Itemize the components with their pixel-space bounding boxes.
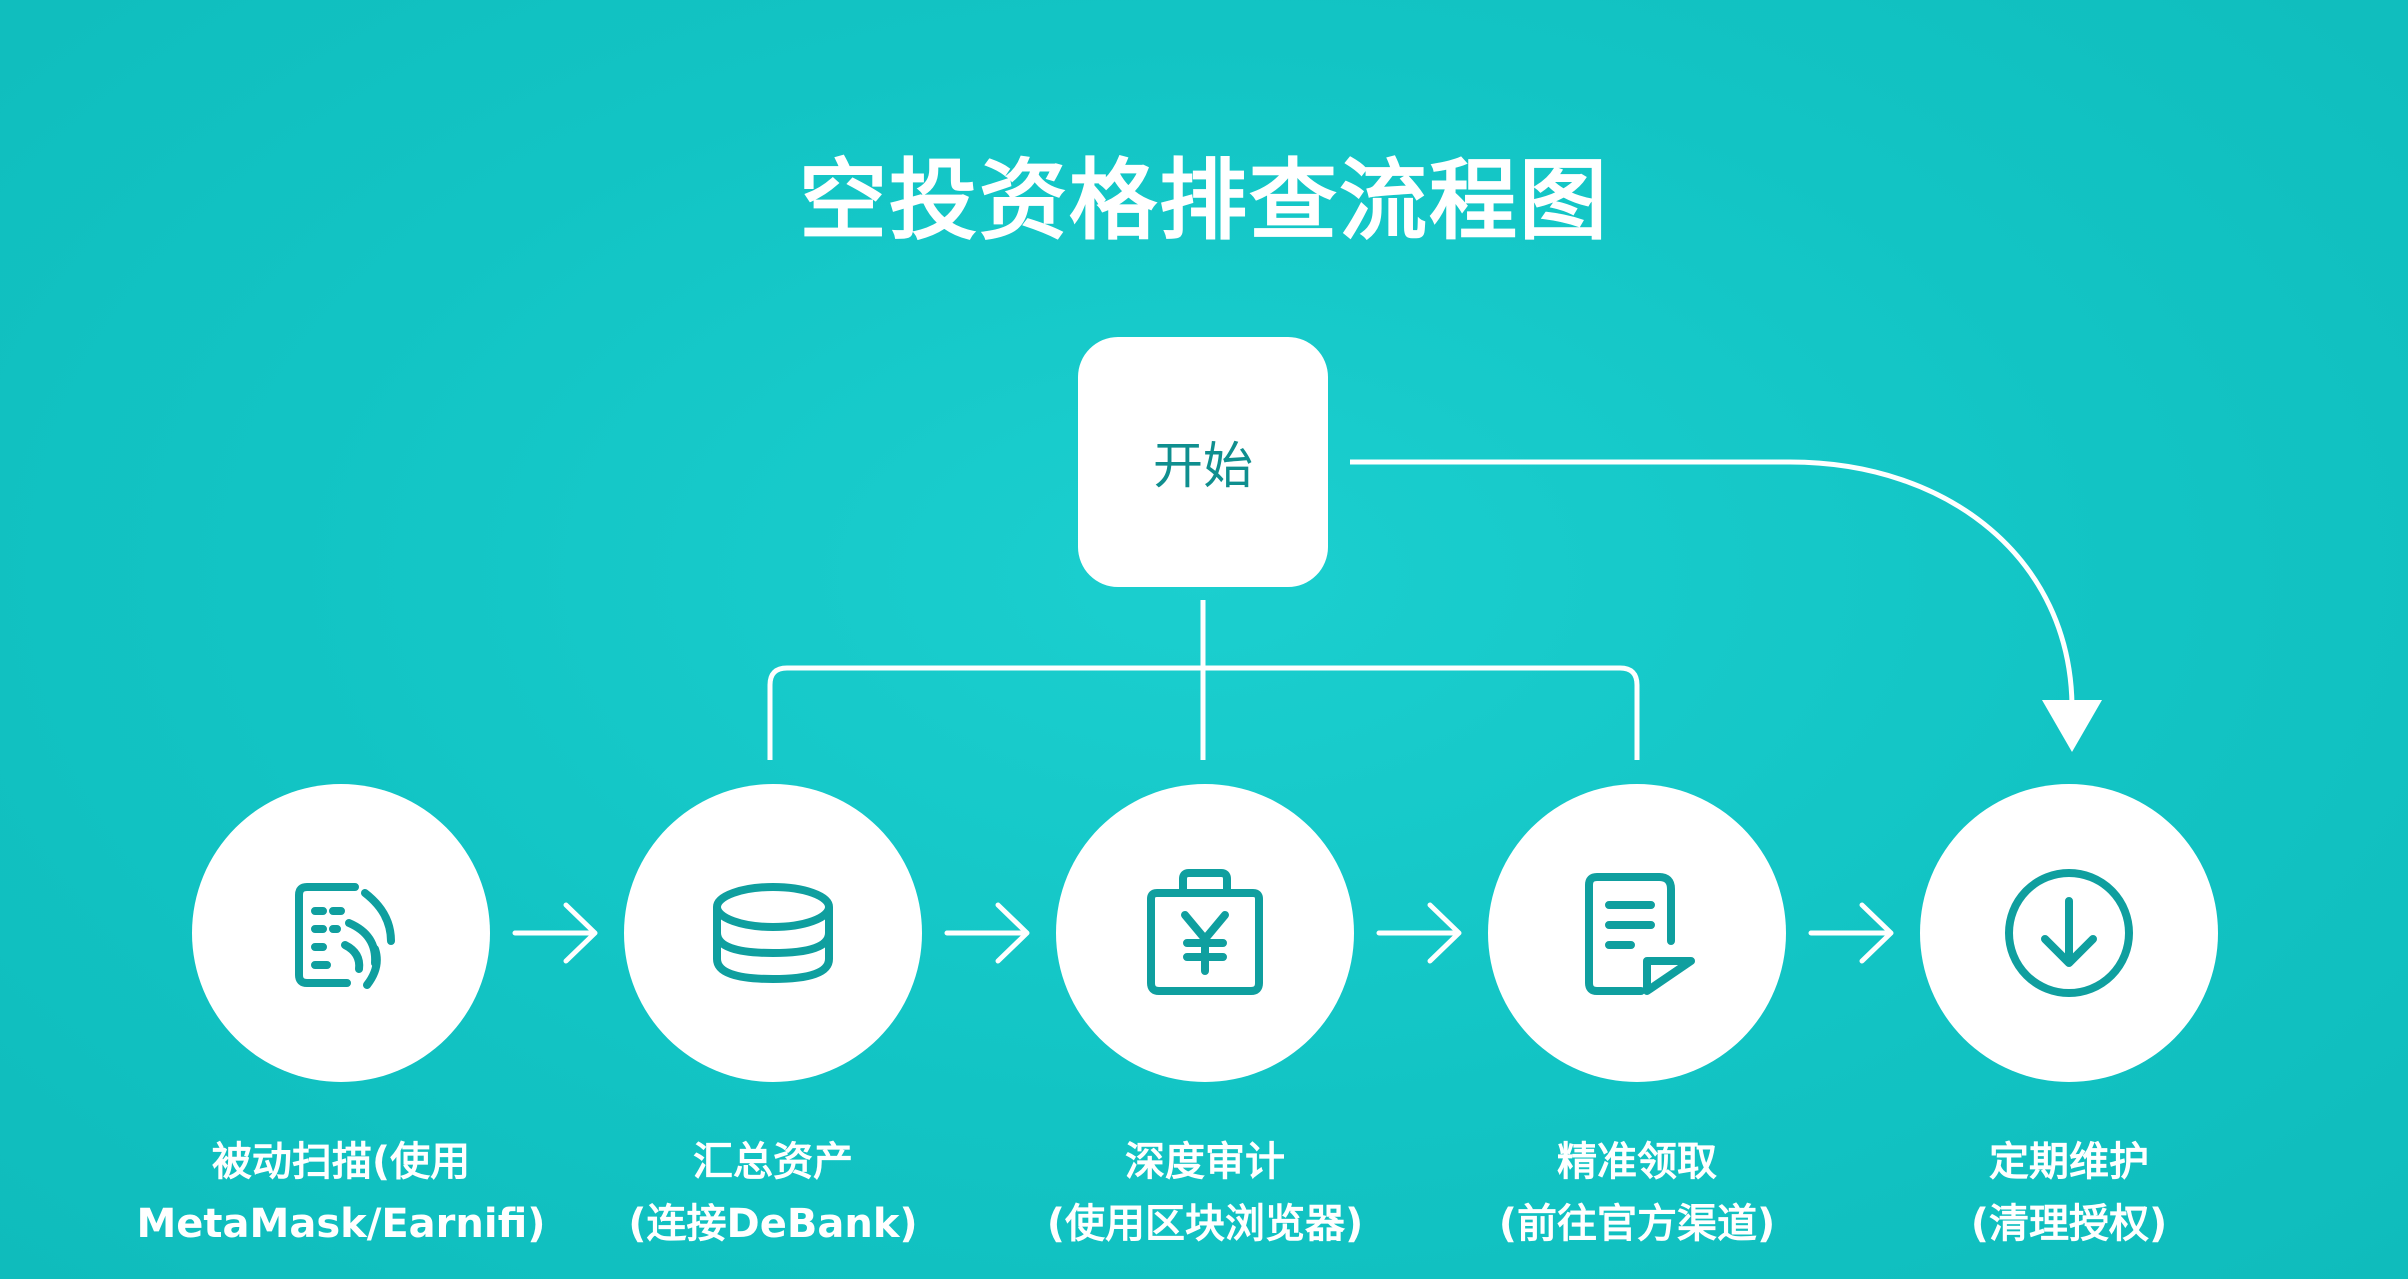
step-2-title: 汇总资产 [693,1139,853,1185]
download-circle-icon [2005,869,2133,997]
step-4-title: 精准领取 [1557,1139,1717,1185]
step-1-node [192,784,490,1082]
step-3-subtitle: (使用区块浏览器) [1046,1201,1364,1247]
step-5-subtitle: (清理授权) [1970,1201,2168,1247]
step-4-subtitle: (前往官方渠道) [1498,1201,1776,1247]
step-5-node [1920,784,2218,1082]
step-5-label: 定期维护 (清理授权) [1859,1131,2279,1255]
step-5-title: 定期维护 [1989,1139,2149,1185]
step-3-title: 深度审计 [1125,1139,1285,1185]
step-3-node [1056,784,1354,1082]
document-icon [1585,873,1695,995]
step-arrow [1808,902,1894,964]
step-2-subtitle: (连接DeBank) [628,1201,918,1247]
step-2-label: 汇总资产 (连接DeBank) [563,1131,983,1255]
step-4-label: 精准领取 (前往官方渠道) [1427,1131,1847,1255]
yen-bag-icon [1147,869,1263,995]
step-arrow [1376,902,1462,964]
coins-stack-icon [713,883,833,983]
start-node: 开始 [1078,337,1328,587]
step-1-subtitle: MetaMask/Earnifi) [136,1201,546,1247]
step-4-node [1488,784,1786,1082]
branch-line [767,665,1640,760]
diagram-title: 空投资格排查流程图 [798,149,1609,252]
curved-arrow-head [2042,700,2102,752]
step-arrow [512,902,598,964]
step-3-label: 深度审计 (使用区块浏览器) [995,1131,1415,1255]
step-1-title: 被动扫描(使用 [211,1139,471,1185]
step-2-node [624,784,922,1082]
step-1-label: 被动扫描(使用 MetaMask/Earnifi) [131,1131,551,1255]
curved-arrow [1350,459,2075,706]
step-arrow [944,902,1030,964]
start-label: 开始 [1153,437,1253,495]
scan-icon [295,883,395,989]
